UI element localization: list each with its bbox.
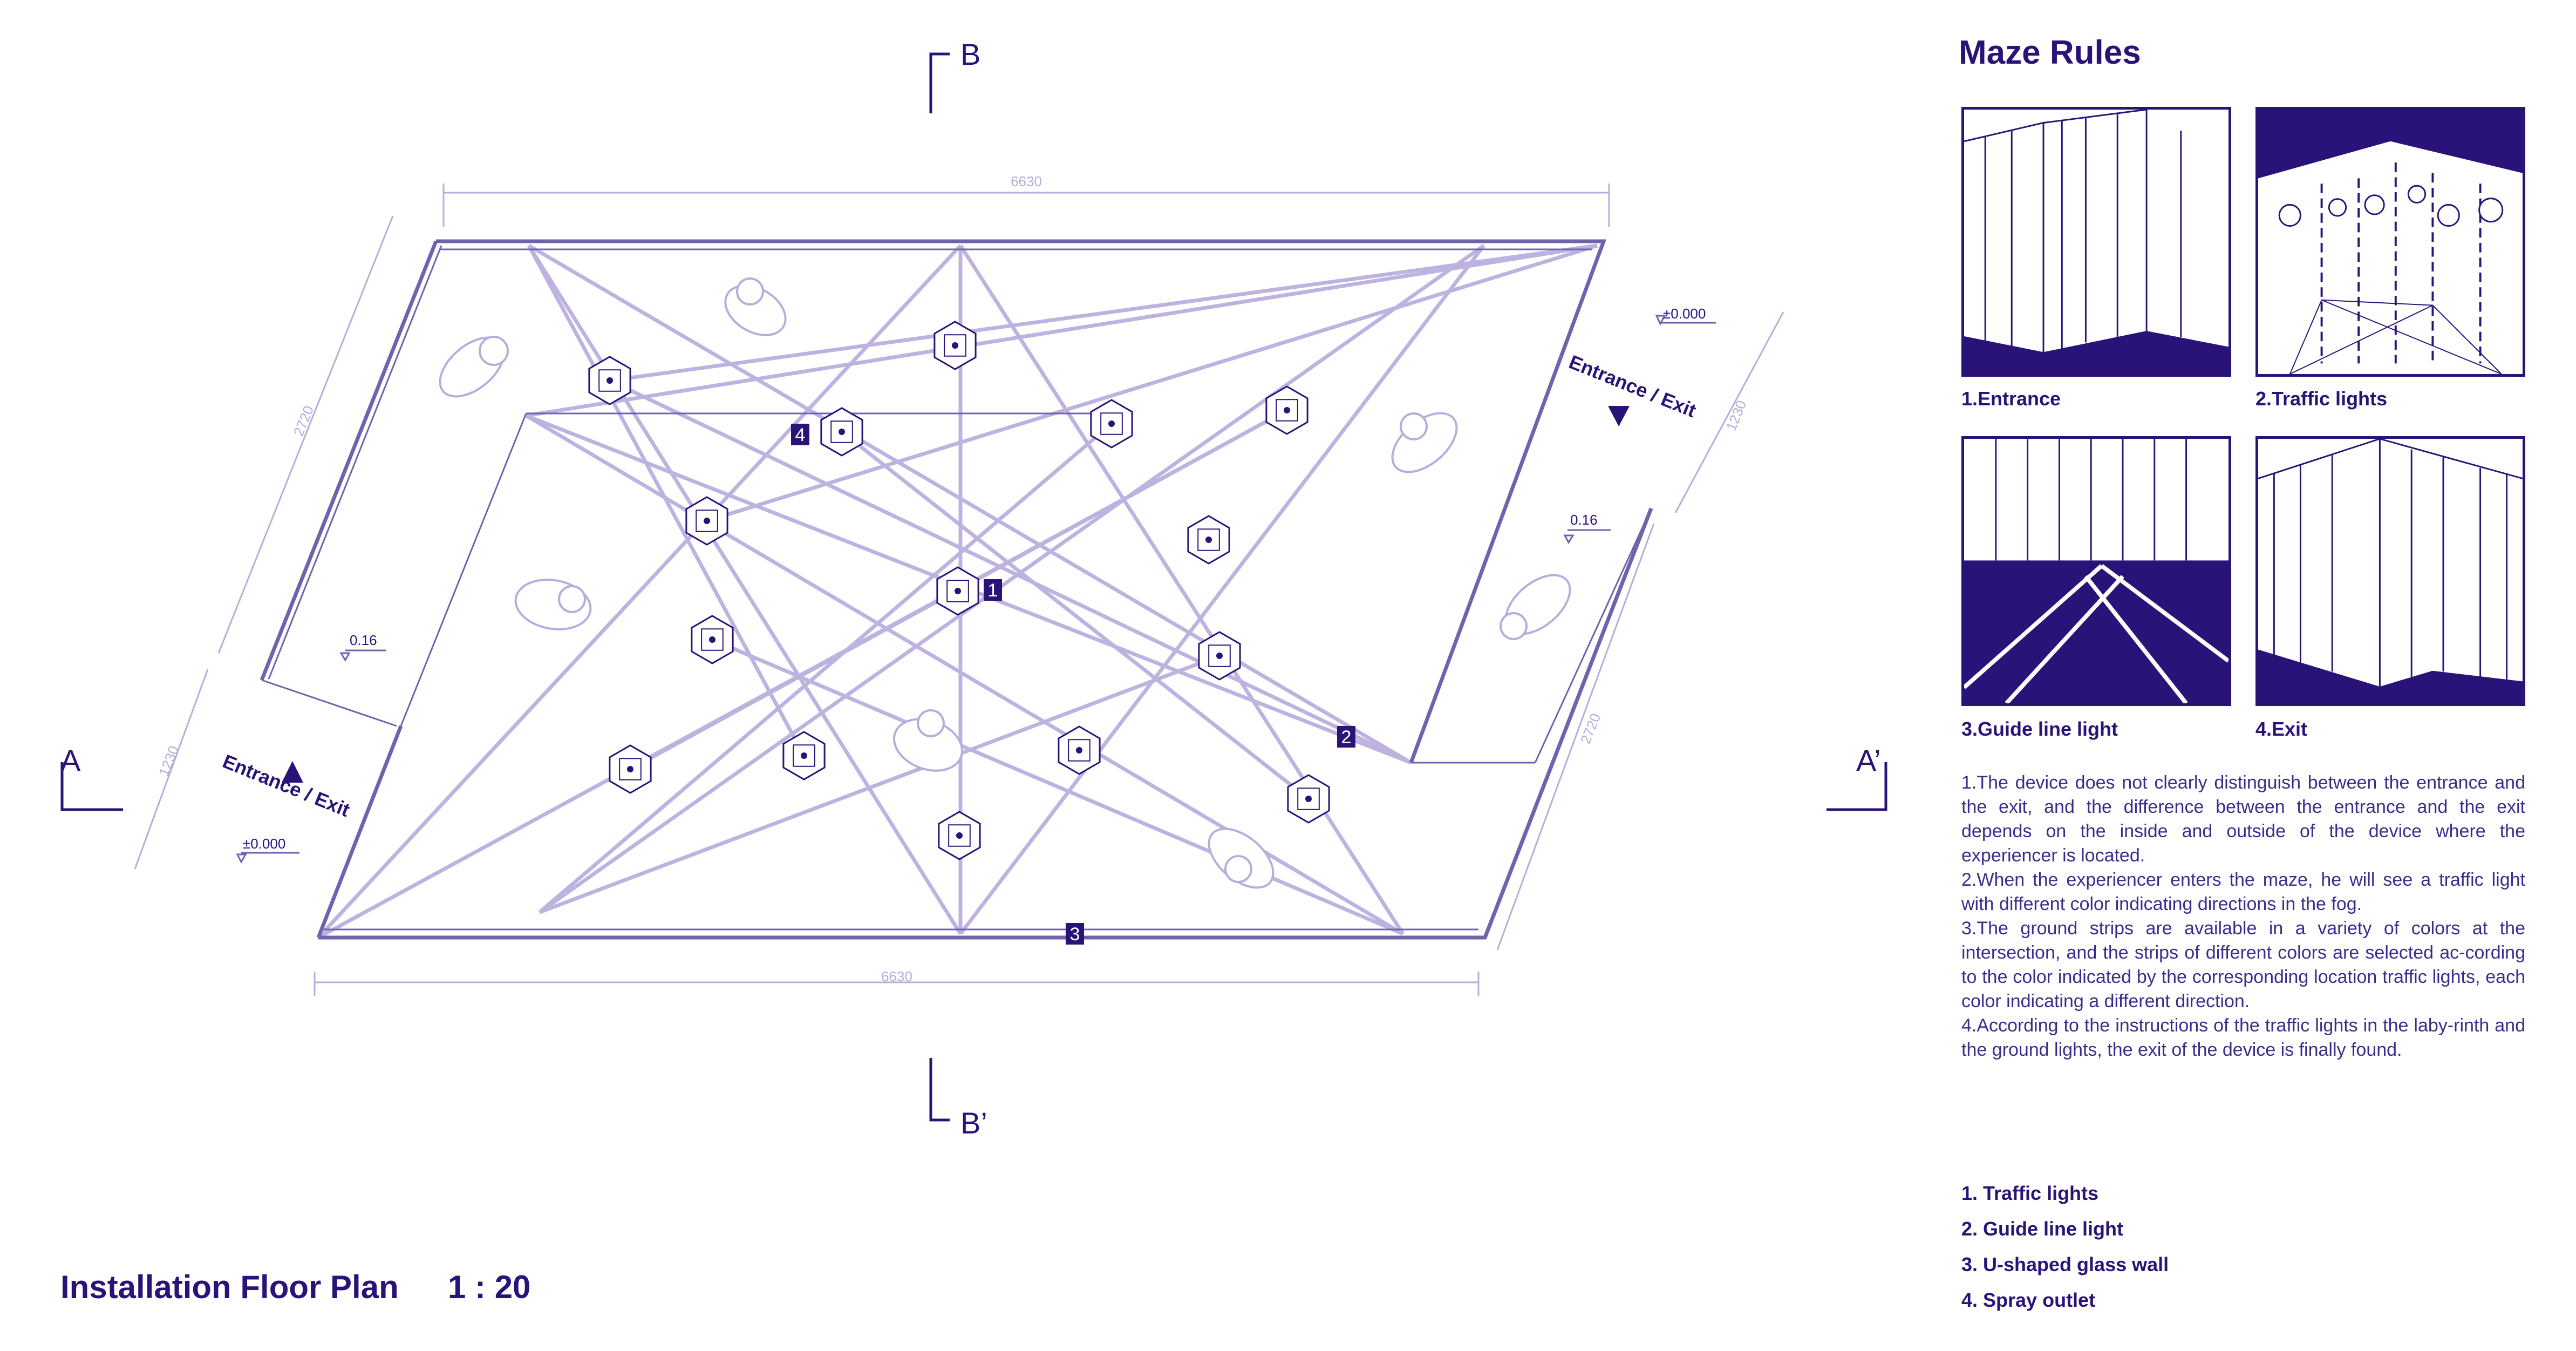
- traffic-light-node: [691, 615, 734, 664]
- panel-entrance-image: [1961, 107, 2231, 377]
- lattice-line: [317, 244, 962, 939]
- lattice-line: [538, 244, 1485, 914]
- panel-guide-line-light-image: [1961, 436, 2231, 706]
- entrance-arrow-left: [282, 761, 303, 783]
- dim-right-end: 1230: [1723, 398, 1749, 433]
- lattice-line: [539, 654, 1221, 914]
- traffic-light-node: [1058, 725, 1101, 775]
- people-figures: [439, 277, 1571, 889]
- traffic-light-node: [588, 356, 631, 405]
- traffic-light-node: [782, 731, 826, 780]
- rule-paragraph-1: 1.The device does not clearly distinguis…: [1961, 772, 2525, 866]
- lattice-line: [959, 244, 1485, 935]
- traffic-light-node: [820, 407, 863, 457]
- plan-title: Installation Floor Plan: [60, 1269, 399, 1305]
- floor-plan-drawing: 6630 6630 2720 2720 1230 1230 B B’ A A’ …: [60, 37, 1887, 1140]
- entrance-label-right: Entrance / Exit: [1566, 350, 1699, 422]
- entrance-label-left: Entrance / Exit: [220, 750, 353, 821]
- traffic-light-node: [1287, 774, 1330, 824]
- glass-wall: [260, 239, 1653, 940]
- rule-paragraph-3: 3.The ground strips are available in a v…: [1961, 918, 2525, 1011]
- rules-description: 1.The device does not clearly distinguis…: [1961, 771, 2525, 1062]
- traffic-light-node: [936, 566, 979, 616]
- level-marks: [236, 315, 1716, 864]
- dim-left-side: 2720: [290, 403, 317, 438]
- legend: 1. Traffic lights 2. Guide line light 3.…: [1961, 1182, 2169, 1325]
- traffic-light-node: [1090, 399, 1133, 449]
- panel-caption-traffic-lights: 2.Traffic lights: [2255, 388, 2388, 410]
- panel-caption-exit: 4.Exit: [2255, 718, 2308, 740]
- lattice-line: [609, 243, 1598, 383]
- maze-rules-title: Maze Rules: [1959, 34, 2141, 71]
- lattice-line: [526, 243, 1598, 418]
- lattice-line: [609, 378, 1412, 765]
- lattice-line: [959, 245, 1405, 935]
- scale-label: 1 : 20: [448, 1269, 531, 1305]
- rule-paragraph-4: 4.According to the instructions of the t…: [1961, 1015, 2525, 1060]
- legend-item: 1. Traffic lights: [1961, 1182, 2099, 1204]
- panel-caption-guide-line-light: 3.Guide line light: [1961, 718, 2118, 740]
- traffic-light-node: [1265, 385, 1309, 435]
- lattice-line: [538, 422, 1113, 914]
- level-left-step: 0.16: [350, 632, 377, 648]
- entrance-arrow-right: [1608, 406, 1630, 426]
- traffic-light-node: [609, 744, 652, 794]
- rule-paragraph-2: 2.When the experiencer enters the maze, …: [1961, 870, 2525, 914]
- traffic-light-nodes: [588, 321, 1330, 860]
- traffic-light-node: [933, 321, 977, 370]
- panel-exit-image: [2255, 436, 2525, 706]
- section-mark-b: B: [960, 37, 980, 71]
- lattice-line: [840, 430, 1310, 800]
- level-right-floor: ±0.000: [1663, 305, 1706, 322]
- panel-caption-entrance: 1.Entrance: [1961, 388, 2061, 410]
- traffic-light-node: [685, 496, 728, 546]
- lattice-line: [527, 245, 806, 757]
- section-marks: [60, 52, 1887, 1122]
- callout-2: 2: [1341, 727, 1352, 748]
- level-left-floor: ±0.000: [243, 836, 285, 852]
- panel-traffic-lights-image: [2255, 107, 2525, 377]
- lattice-line: [711, 637, 1404, 936]
- legend-item: 3. U-shaped glass wall: [1961, 1253, 2169, 1275]
- traffic-light-node: [1187, 515, 1230, 565]
- dim-right-side: 2720: [1577, 711, 1604, 746]
- light-lattice: [317, 243, 1598, 940]
- dimension-lines: [134, 184, 1784, 996]
- legend-item: 2. Guide line light: [1961, 1218, 2124, 1240]
- lattice-line: [527, 245, 962, 935]
- lattice-line: [706, 243, 1598, 523]
- callout-3: 3: [1070, 924, 1080, 945]
- callout-markers: [791, 424, 1355, 945]
- lattice-line: [528, 243, 1412, 765]
- traffic-light-node: [1198, 631, 1241, 681]
- dim-bottom: 6630: [881, 968, 912, 985]
- callout-1: 1: [988, 580, 998, 601]
- level-right-step: 0.16: [1570, 512, 1598, 528]
- dim-left-end: 1230: [155, 743, 182, 778]
- section-mark-a: A: [60, 743, 81, 777]
- section-mark-a-prime: A’: [1856, 743, 1881, 777]
- traffic-light-node: [938, 811, 981, 860]
- dim-top: 6630: [1011, 173, 1042, 189]
- callout-4: 4: [795, 425, 806, 445]
- legend-item: 4. Spray outlet: [1961, 1289, 2096, 1311]
- section-mark-b-prime: B’: [960, 1106, 987, 1140]
